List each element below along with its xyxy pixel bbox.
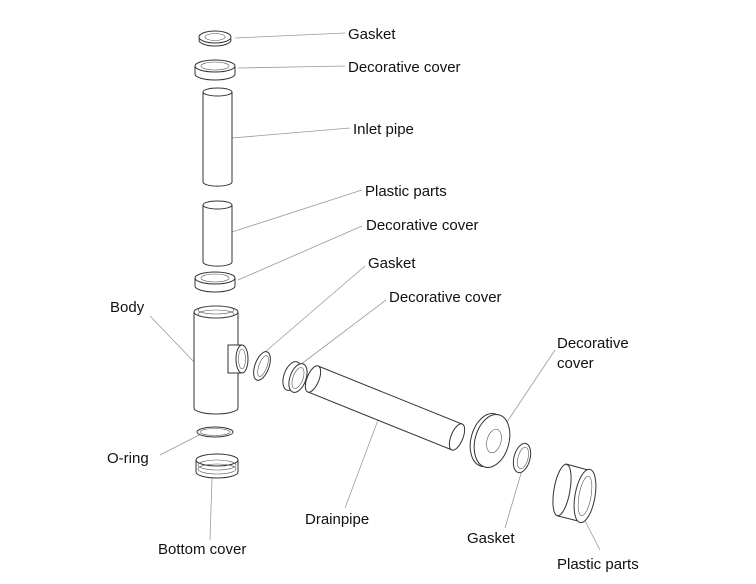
label-decorative-cover-wall-2: cover [557, 355, 594, 372]
bottom-cover-part [195, 453, 239, 479]
decorative-cover-branch-part [282, 361, 308, 393]
label-decorative-cover-wall-1: Decorative [557, 335, 629, 352]
label-plastic-parts-upper: Plastic parts [365, 183, 447, 200]
decorative-cover-wall-part [469, 413, 511, 468]
drainpipe-part [304, 365, 466, 451]
gasket-top-part [198, 30, 232, 47]
label-decorative-cover-mid: Decorative cover [366, 217, 479, 234]
label-gasket-top: Gasket [348, 26, 396, 43]
plastic-parts-upper-part [202, 200, 233, 267]
plastic-parts-wall-part [552, 463, 597, 524]
gasket-wall-part [512, 442, 532, 474]
label-plastic-parts-wall: Plastic parts [557, 556, 639, 573]
label-drainpipe: Drainpipe [305, 511, 369, 528]
label-body: Body [110, 299, 145, 316]
label-gasket-mid: Gasket [368, 255, 416, 272]
gasket-mid-part [253, 351, 271, 381]
label-o-ring: O-ring [107, 450, 149, 467]
o-ring-part [196, 426, 234, 438]
body-part [193, 305, 249, 415]
decorative-cover-top-part [194, 59, 236, 81]
label-inlet-pipe: Inlet pipe [353, 121, 414, 138]
label-gasket-wall: Gasket [467, 530, 515, 547]
label-decorative-cover-top: Decorative cover [348, 59, 461, 76]
decorative-cover-mid-part [194, 271, 236, 293]
label-decorative-cover-branch: Decorative cover [389, 289, 502, 306]
inlet-pipe-part [202, 87, 233, 187]
label-bottom-cover: Bottom cover [158, 541, 246, 558]
